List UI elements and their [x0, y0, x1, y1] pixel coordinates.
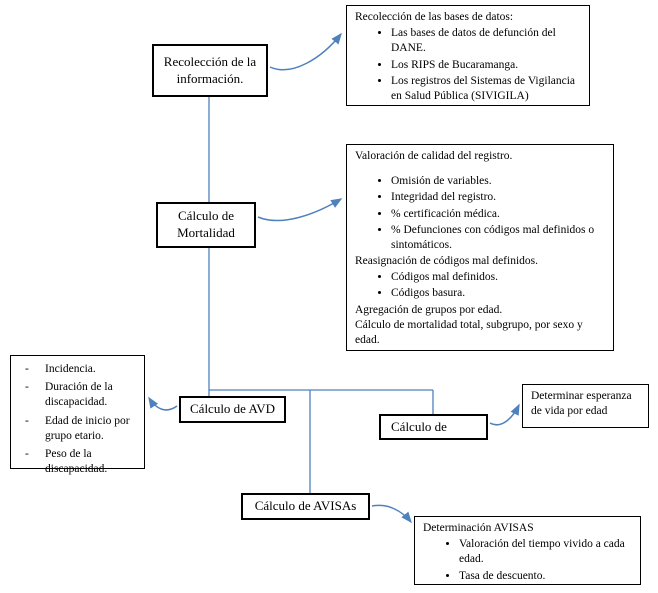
detail-esperanza-text: Determinar esperanza de vida por edad — [531, 390, 632, 418]
list-item: % certificación médica. — [391, 207, 605, 222]
node-calculo-avisas-label: Cálculo de AVISAs — [254, 498, 357, 514]
detail-valoracion-list-1: Omisión de variables. Integridad del reg… — [355, 174, 605, 253]
node-recoleccion: Recolección de la información. — [152, 44, 268, 97]
detail-avd-inputs-list: Incidencia. Duración de la discapacidad.… — [21, 362, 136, 477]
list-item: Valoración del tiempo vivido a cada edad… — [459, 537, 632, 567]
node-calculo-de-label: Cálculo de — [391, 418, 447, 434]
node-calculo-avd-label: Cálculo de AVD — [190, 401, 275, 417]
list-item: % Defunciones con códigos mal definidos … — [391, 223, 605, 253]
arrow-avisas-to-determinacion — [371, 504, 412, 524]
detail-valoracion-title: Valoración de calidad del registro. — [355, 150, 513, 162]
list-item: Los RIPS de Bucaramanga. — [391, 58, 581, 73]
arrow-avd-to-inputs — [148, 396, 178, 411]
detail-valoracion-calidad: Valoración de calidad del registro. Omis… — [346, 144, 614, 351]
detail-bases-datos-title: Recolección de las bases de datos: — [355, 11, 514, 23]
detail-valoracion-list-2: Códigos mal definidos. Códigos basura. — [355, 270, 605, 301]
list-item: Códigos mal definidos. — [391, 270, 605, 285]
list-item: Las bases de datos de defunción del DANE… — [391, 26, 581, 56]
list-item: Tasa de descuento. — [459, 569, 632, 584]
detail-valoracion-line3: Agregación de grupos por edad. — [355, 303, 503, 316]
detail-determinacion-title: Determinación AVISAS — [423, 522, 534, 534]
detail-esperanza-vida: Determinar esperanza de vida por edad — [522, 384, 649, 428]
detail-determinacion-list: Valoración del tiempo vivido a cada edad… — [423, 537, 632, 584]
node-calculo-mortalidad: Cálculo de Mortalidad — [156, 202, 256, 248]
arrow-calculo-de-to-esperanza — [489, 403, 520, 426]
detail-determinacion-avisas: Determinación AVISAS Valoración del tiem… — [414, 516, 641, 585]
list-item: Incidencia. — [21, 362, 136, 377]
detail-avd-inputs: Incidencia. Duración de la discapacidad.… — [10, 355, 145, 475]
node-calculo-avd: Cálculo de AVD — [179, 396, 286, 423]
list-item: Integridad del registro. — [391, 190, 605, 205]
arrow-mortalidad-to-valoracion — [257, 198, 343, 222]
list-item: Códigos basura. — [391, 286, 605, 301]
arrow-recoleccion-to-bases — [269, 32, 342, 71]
list-item: Los registros del Sistemas de Vigilancia… — [391, 74, 581, 104]
detail-bases-datos: Recolección de las bases de datos: Las b… — [346, 5, 590, 106]
node-calculo-avisas: Cálculo de AVISAs — [241, 493, 370, 520]
list-item: Peso de la discapacidad. — [21, 447, 136, 477]
list-item: Duración de la discapacidad. — [21, 380, 136, 410]
list-item: Omisión de variables. — [391, 174, 605, 189]
detail-valoracion-line2: Reasignación de códigos mal definidos. — [355, 255, 539, 268]
node-recoleccion-label: Recolección de la información. — [163, 53, 257, 86]
node-calculo-de: Cálculo de — [379, 414, 488, 440]
node-calculo-mortalidad-label: Cálculo de Mortalidad — [177, 208, 235, 240]
detail-valoracion-line4: Cálculo de mortalidad total, subgrupo, p… — [355, 318, 583, 346]
list-item: Edad de inicio por grupo etario. — [21, 414, 136, 444]
detail-bases-datos-list: Las bases de datos de defunción del DANE… — [355, 26, 581, 104]
